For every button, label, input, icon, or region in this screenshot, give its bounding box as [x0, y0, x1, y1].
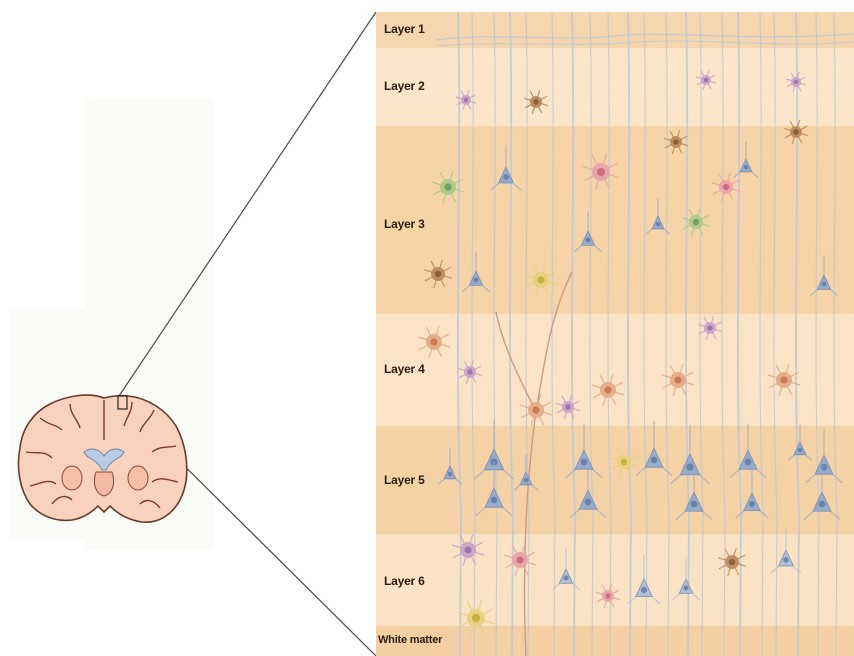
neuron-nucleus: [444, 183, 451, 190]
neuron-nucleus: [605, 593, 610, 598]
left-basal-ganglia: [62, 466, 82, 490]
neuron-nucleus: [467, 369, 472, 374]
layer-label-4: Layer 4: [384, 362, 425, 376]
neuron-nucleus: [798, 448, 802, 452]
neuron-nucleus: [793, 129, 798, 134]
layer-label-3: Layer 3: [384, 217, 425, 231]
neuron-nucleus: [674, 376, 681, 383]
layer-label-2: Layer 2: [384, 79, 425, 93]
axon-fiber: [590, 12, 593, 656]
axon-fiber: [666, 12, 669, 656]
neuron-nucleus: [565, 404, 570, 409]
neuron-nucleus: [656, 222, 660, 226]
neuron-nucleus: [723, 184, 729, 190]
neuron-nucleus: [430, 338, 437, 345]
neuron-nucleus: [491, 497, 498, 504]
cortex-panel: Layer 1 Layer 2 Layer 3 Layer 4 Layer 5 …: [376, 12, 854, 656]
neuron-nucleus: [683, 585, 688, 590]
neuron-nucleus: [686, 463, 693, 470]
neuron-nucleus: [707, 325, 712, 330]
neuron-nucleus: [473, 277, 478, 282]
layer-label-5: Layer 5: [384, 473, 425, 487]
right-basal-ganglia: [128, 466, 148, 490]
neuron-nucleus: [729, 559, 735, 565]
axon-fiber: [608, 12, 611, 656]
neuron-nucleus: [794, 80, 799, 85]
neuron-nucleus: [749, 501, 755, 507]
axon-fiber: [796, 12, 799, 656]
neuron-nucleus: [704, 78, 709, 83]
axon-fiber: [700, 12, 703, 656]
neuron-nucleus: [604, 386, 611, 393]
neuron-nucleus: [435, 271, 441, 277]
neuron-nucleus: [744, 165, 748, 169]
neuron-nucleus: [533, 99, 538, 104]
axon-fiber: [494, 12, 497, 656]
neuron-nucleus: [585, 499, 592, 506]
axon-fiber: [552, 12, 555, 656]
neuron-nucleus: [621, 459, 627, 465]
neuron-nucleus: [693, 219, 699, 225]
neuron-nucleus: [641, 587, 647, 593]
neuron-nucleus: [503, 174, 509, 180]
branching-axon: [496, 272, 572, 656]
neuron-nucleus: [651, 457, 658, 464]
neuron-nucleus: [532, 406, 539, 413]
layer-label-1: Layer 1: [384, 22, 425, 36]
neuron-nucleus: [524, 478, 528, 482]
neuron-nucleus: [691, 501, 698, 508]
neuron-nucleus: [448, 472, 452, 476]
neuron-nucleus: [472, 614, 480, 622]
neuron-nucleus: [597, 168, 605, 176]
neuron-nucleus: [581, 459, 588, 466]
axon-fiber: [834, 12, 837, 656]
axon-fiber: [628, 12, 631, 656]
layer-label-6: Layer 6: [384, 574, 425, 588]
neuron-nucleus: [819, 501, 826, 508]
neuron-nucleus: [563, 575, 568, 580]
neuron-nucleus: [516, 556, 523, 563]
axon-fiber: [458, 12, 461, 656]
neuron-nucleus: [464, 546, 471, 553]
axon-fiber: [774, 12, 777, 656]
neuron-nucleus: [745, 459, 752, 466]
neuron-nucleus: [537, 276, 544, 283]
axon-fiber: [816, 12, 819, 656]
neuron-nucleus: [673, 139, 678, 144]
neuron-nucleus: [783, 557, 789, 563]
layer-label-white-matter: White matter: [378, 634, 442, 646]
neuron-nucleus: [780, 376, 787, 383]
neuron-nucleus: [821, 281, 826, 286]
neuron-illustration: [376, 12, 854, 656]
neuron-nucleus: [464, 98, 469, 103]
neuron-nucleus: [585, 237, 590, 242]
axon-fiber: [760, 12, 763, 656]
axon-fiber: [572, 12, 575, 656]
